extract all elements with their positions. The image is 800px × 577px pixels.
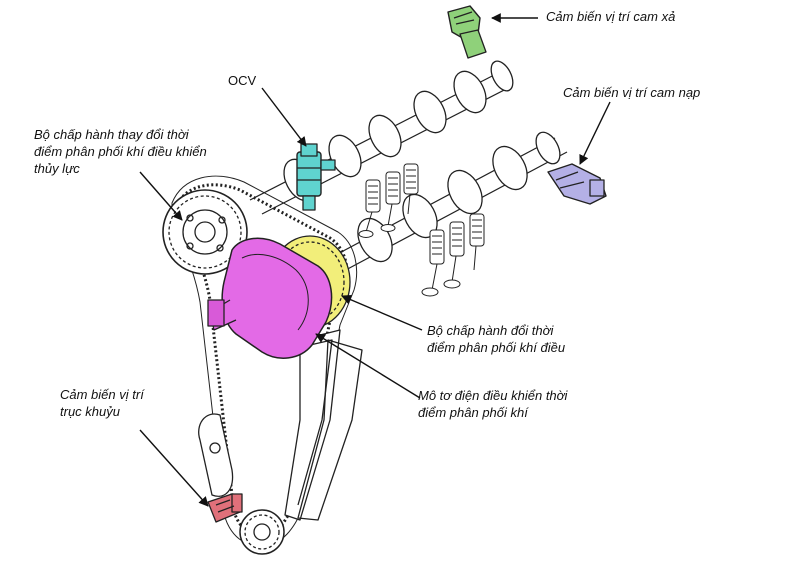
- label-crank-sensor-line2: trục khuỷu: [60, 404, 120, 419]
- label-hydraulic-vvt-line2: điểm phân phối khí điều khiển: [34, 144, 207, 159]
- label-intake-cam-sensor: Cảm biến vị trí cam nạp: [563, 85, 701, 100]
- label-electric-vvt-line1: Bộ chấp hành đổi thời: [427, 323, 554, 338]
- crankshaft-sensor: [207, 493, 243, 523]
- label-hydraulic-vvt: Bộ chấp hành thay đổi thời điểm phân phố…: [34, 126, 207, 177]
- leader-hydraulic-vvt: [139, 171, 183, 221]
- leader-intake-cam-sensor: [579, 101, 611, 165]
- label-electric-vvt: Bộ chấp hành đổi thời điểm phân phối khí…: [427, 322, 565, 356]
- leader-electric-vvt: [341, 294, 423, 331]
- chain-tensioner: [198, 413, 234, 497]
- label-exhaust-cam-sensor: Cảm biến vị trí cam xả: [546, 9, 676, 24]
- leader-crank-sensor: [139, 429, 209, 507]
- label-electric-vvt-line2: điểm phân phối khí điều: [427, 340, 566, 355]
- label-ocv: OCV: [228, 73, 257, 88]
- label-motor-line1: Mô tơ điện điều khiển thời: [418, 388, 568, 403]
- electric-motor: [207, 237, 333, 359]
- hydraulic-vvt-sprocket: [162, 189, 248, 275]
- label-crank-sensor-line1: Cảm biến vị trí: [60, 387, 144, 402]
- label-hydraulic-vvt-line1: Bộ chấp hành thay đổi thời: [34, 127, 189, 142]
- crankshaft-sprocket: [239, 509, 285, 555]
- label-motor: Mô tơ điện điều khiển thời điểm phân phố…: [418, 387, 567, 421]
- valve-springs: [358, 163, 485, 297]
- ocv-valve: [296, 143, 336, 211]
- intake-cam-sensor: [547, 163, 607, 205]
- exhaust-cam-sensor: [447, 5, 487, 59]
- label-motor-line2: điểm phân phối khí: [418, 405, 528, 420]
- leader-motor: [315, 333, 421, 399]
- leader-ocv: [261, 87, 307, 147]
- chain-case-arm: [297, 339, 363, 521]
- chain-guide: [284, 329, 341, 521]
- label-hydraulic-vvt-line3: thủy lực: [34, 161, 80, 176]
- label-crank-sensor: Cảm biến vị trí trục khuỷu: [60, 386, 144, 420]
